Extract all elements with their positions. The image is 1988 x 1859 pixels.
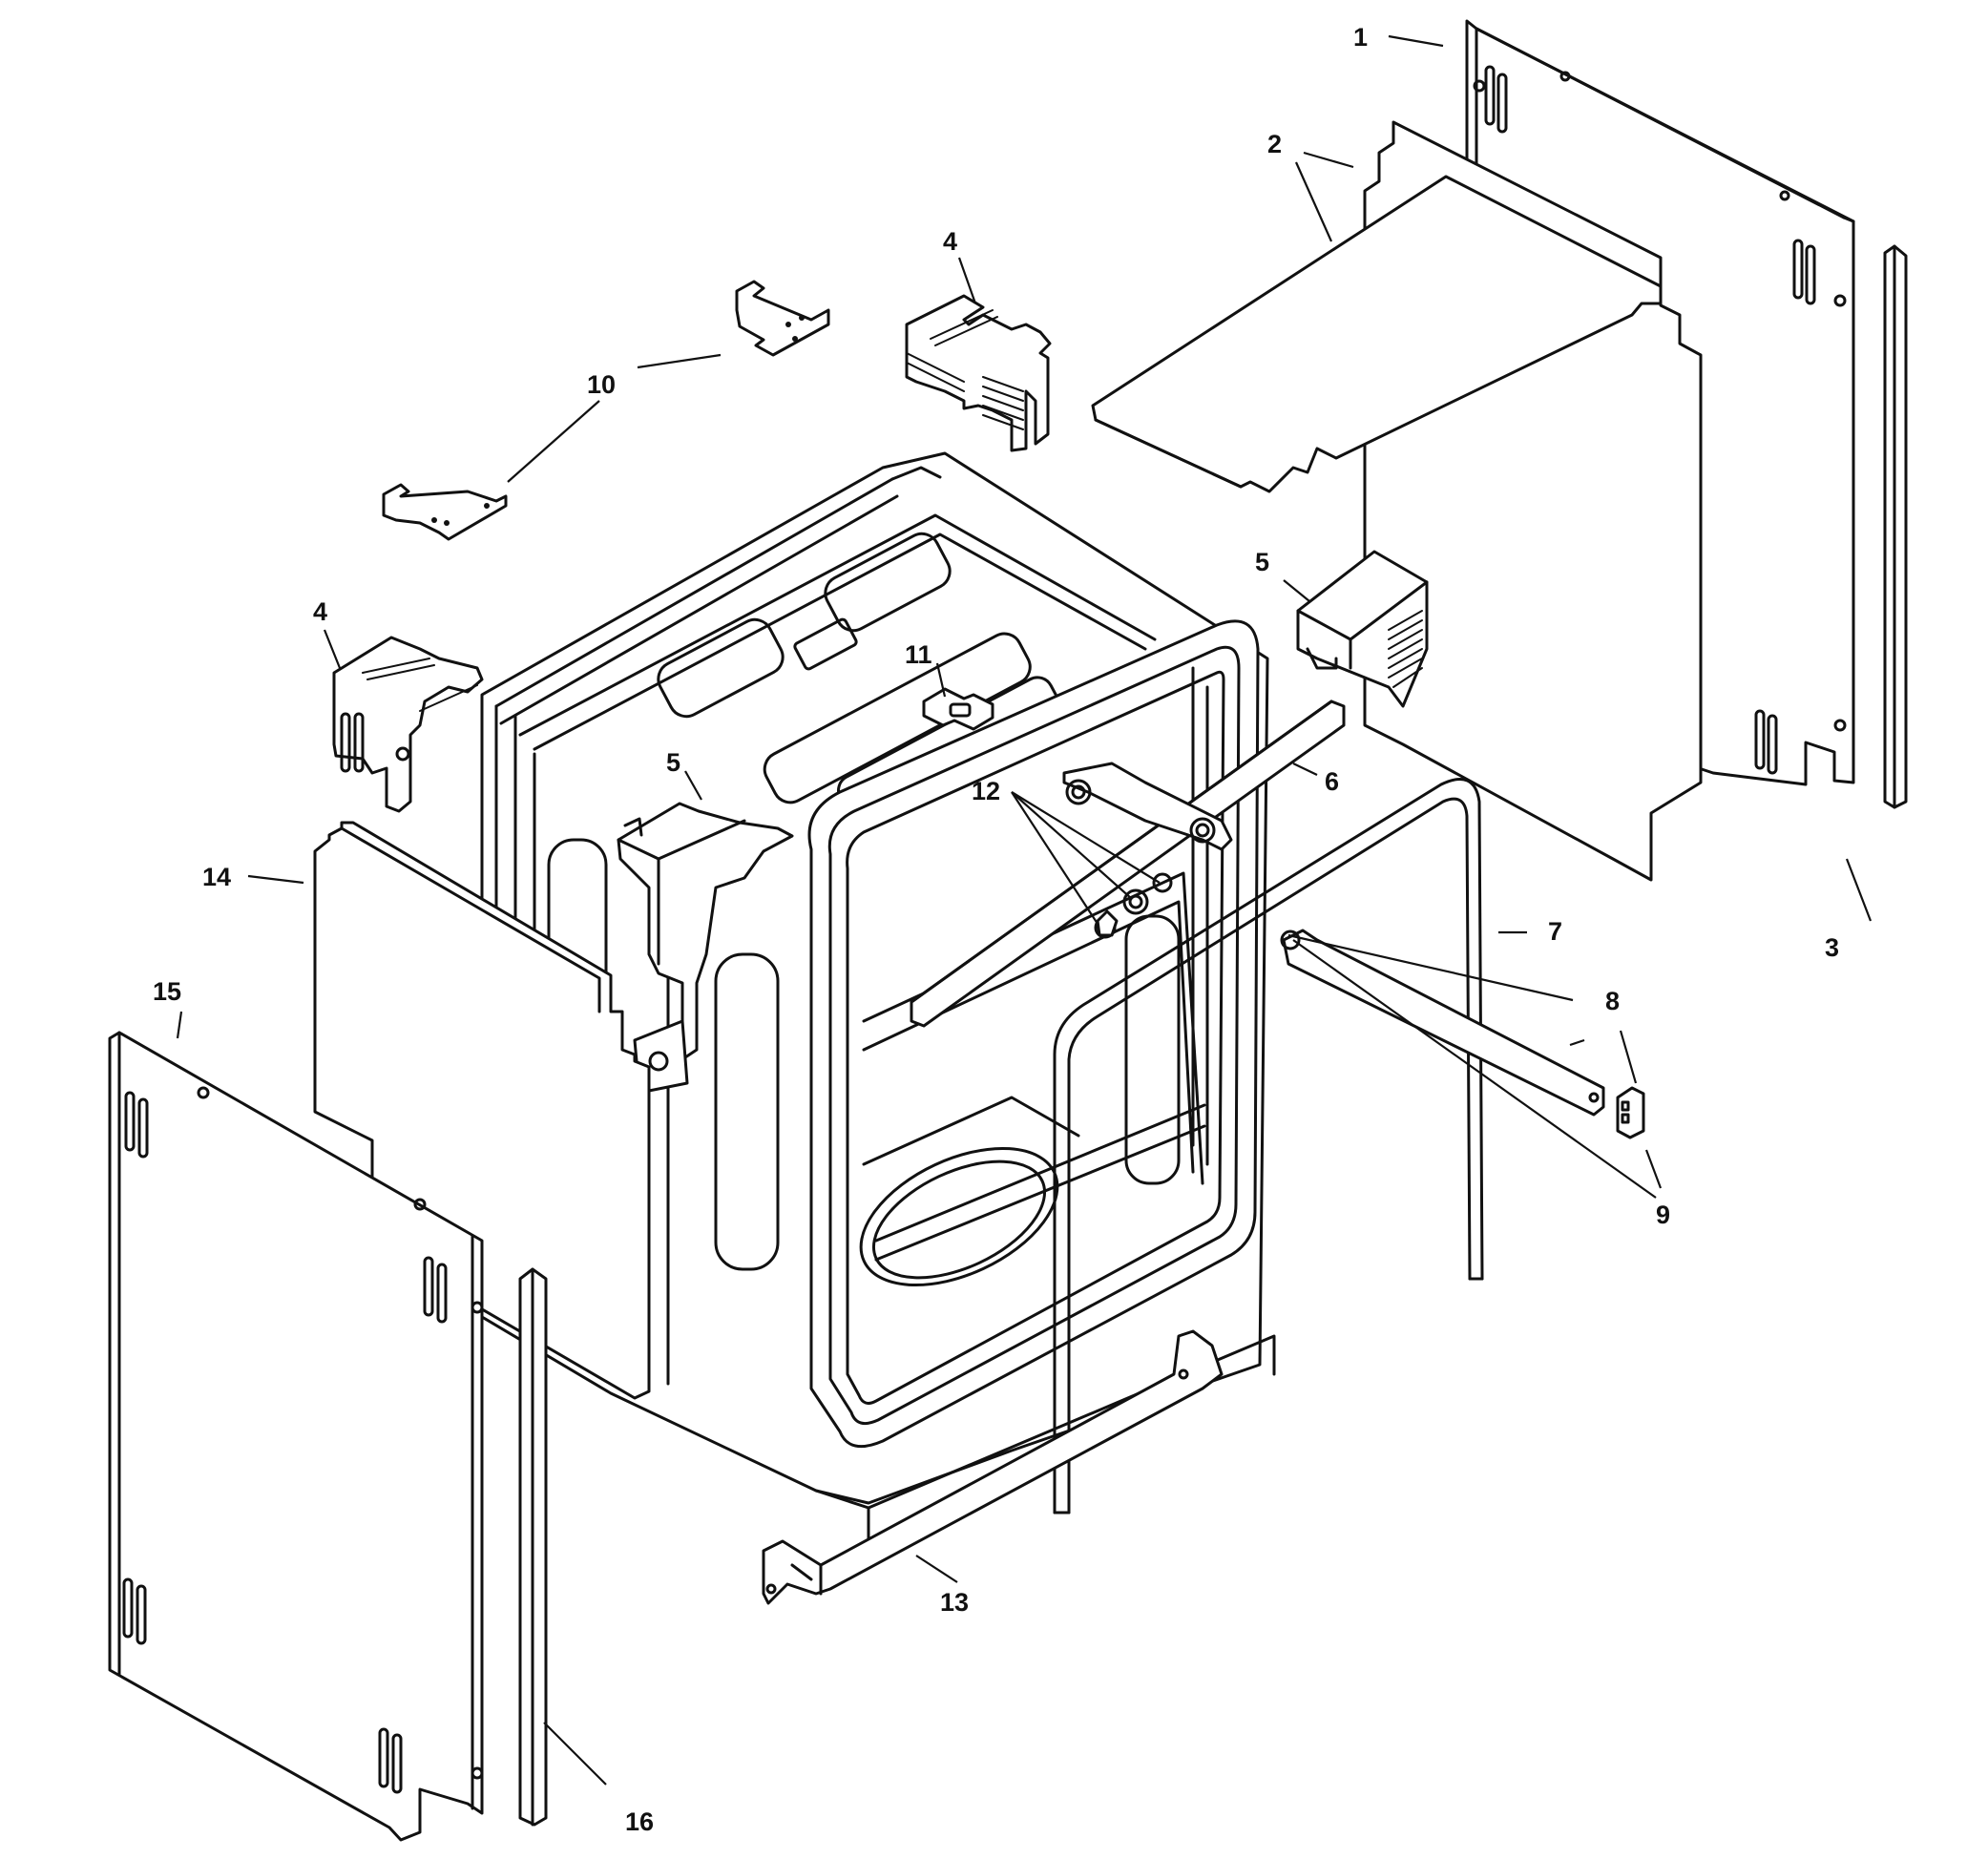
part-4-top-hinge-bracket — [905, 294, 1052, 452]
callout-8: 8 — [1605, 987, 1620, 1015]
callout-15: 15 — [153, 977, 181, 1006]
callout-7: 7 — [1548, 917, 1562, 946]
part-9-end-cap — [1616, 1086, 1645, 1139]
callout-6: 6 — [1325, 767, 1339, 796]
part-12-hinge-plate-bolts — [1062, 762, 1233, 939]
part-15-left-side-panel — [108, 1031, 484, 1842]
part-13-bottom-bracket — [762, 1329, 1224, 1605]
callout-16: 16 — [625, 1807, 654, 1836]
callout-14: 14 — [202, 863, 231, 891]
callout-13: 13 — [940, 1588, 969, 1617]
part-3-right-trim-strip — [1883, 244, 1908, 809]
callout-5-right: 5 — [1255, 548, 1269, 576]
part-16-left-trim-strip — [518, 1267, 548, 1827]
part-4-left-side-bracket — [332, 636, 484, 813]
callout-5-left: 5 — [666, 748, 680, 777]
callout-4-left: 4 — [313, 597, 327, 626]
callout-9: 9 — [1656, 1201, 1670, 1229]
part-8-lower-rail — [1280, 929, 1605, 1117]
part-10-mounting-brackets — [382, 280, 830, 541]
part-2-insulation-panel — [1091, 120, 1703, 882]
callout-11: 11 — [905, 640, 932, 669]
callout-10: 10 — [587, 370, 616, 399]
part-5-right-bracket — [1296, 550, 1429, 708]
callout-12: 12 — [972, 777, 1000, 805]
callout-1: 1 — [1353, 23, 1368, 52]
leader-lines — [176, 34, 1873, 1786]
part-11-latch — [922, 687, 994, 731]
callout-2: 2 — [1267, 130, 1282, 158]
callout-labels: 1 2 3 4 4 5 5 6 7 8 9 10 11 12 13 14 15 … — [153, 23, 1839, 1836]
part-7-door-gasket — [1053, 777, 1484, 1514]
callout-3: 3 — [1825, 933, 1839, 962]
callout-4-top: 4 — [943, 227, 957, 256]
